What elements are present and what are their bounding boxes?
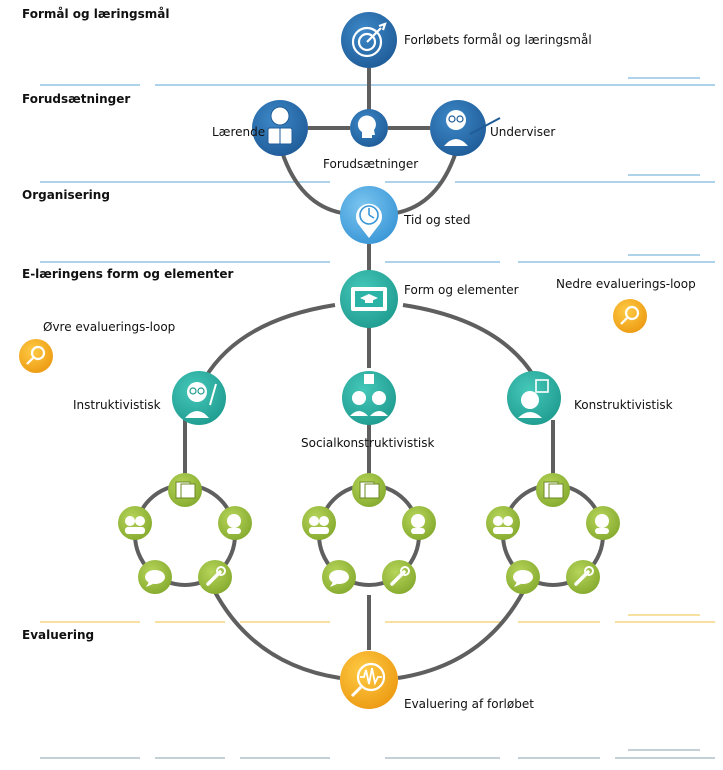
wrench-icon [390,566,410,586]
teacher-icon [227,514,241,534]
underviser-node[interactable] [430,100,501,156]
element-node[interactable] [198,560,232,594]
label-nedre: Nedre evaluerings-loop [556,277,696,291]
label-forloebets: Forløbets formål og læringsmål [404,33,592,47]
forudsaetninger-node[interactable] [350,109,388,147]
section-formaal: Formål og læringsmål [22,7,170,21]
documents-icon [359,481,380,499]
label-konstrukt: Konstruktivistisk [574,398,673,412]
form-node[interactable] [340,270,398,328]
element-node[interactable] [302,506,336,540]
element-node[interactable] [138,560,172,594]
target-icon [351,22,387,58]
evaluering-node[interactable] [340,651,398,709]
instrukt-node[interactable] [172,371,226,425]
section-organisering: Organisering [22,188,110,202]
element-node[interactable] [322,560,356,594]
socialkon-node[interactable] [342,371,396,425]
element-node[interactable] [218,506,252,540]
element-node[interactable] [536,473,570,507]
teacher-icon [595,514,609,534]
documents-icon [175,481,196,499]
clock-pin-icon [356,203,383,238]
element-node[interactable] [118,506,152,540]
head-icon [357,115,376,138]
target-node[interactable] [341,12,397,68]
section-forudsaetninger: Forudsætninger [22,92,131,106]
section-elaering: E-læringens form og elementer [22,267,234,281]
green-nodes [118,473,620,594]
tid-node[interactable] [340,186,398,244]
magnifier-icon [26,345,46,365]
label-underviser: Underviser [490,125,556,139]
label-socialkon: Socialkonstruktivistisk [301,436,435,450]
label-laerende: Lærende [212,125,266,139]
element-node[interactable] [352,473,386,507]
people-icon [350,374,388,416]
nedre-loop-node[interactable] [613,299,647,333]
label-oevre: Øvre evaluerings-loop [43,320,176,334]
people-icon [125,516,145,534]
section-dividers [40,77,715,759]
element-node[interactable] [168,473,202,507]
element-node[interactable] [402,506,436,540]
chat-icon [145,570,165,587]
element-node[interactable] [486,506,520,540]
element-node[interactable] [382,560,416,594]
oevre-loop-node[interactable] [19,339,53,373]
people-icon [493,516,513,534]
element-node[interactable] [506,560,540,594]
chat-icon [513,570,533,587]
label-tid: Tid og sted [404,213,471,227]
teacher-icon [444,110,501,146]
magnifier-icon [620,305,640,325]
documents-icon [543,481,564,499]
label-forudsaetninger: Forudsætninger [323,157,419,171]
screen-cap-icon [351,287,387,311]
people-icon [309,516,329,534]
element-node[interactable] [566,560,600,594]
reader-icon [267,106,293,145]
konstrukt-node[interactable] [507,371,561,425]
reader-icon [518,379,549,418]
section-evaluering: Evaluering [22,628,95,642]
chat-icon [329,570,349,587]
teacher-icon [185,382,217,418]
label-form: Form og elementer [404,283,519,297]
wave-magnifier-icon [350,662,386,698]
wrench-icon [206,566,226,586]
wrench-icon [574,566,594,586]
laerende-node[interactable] [252,100,308,156]
teacher-icon [411,514,425,534]
label-instrukt: Instruktivistisk [73,398,161,412]
element-node[interactable] [586,506,620,540]
label-evaluering: Evaluering af forløbet [404,697,534,711]
